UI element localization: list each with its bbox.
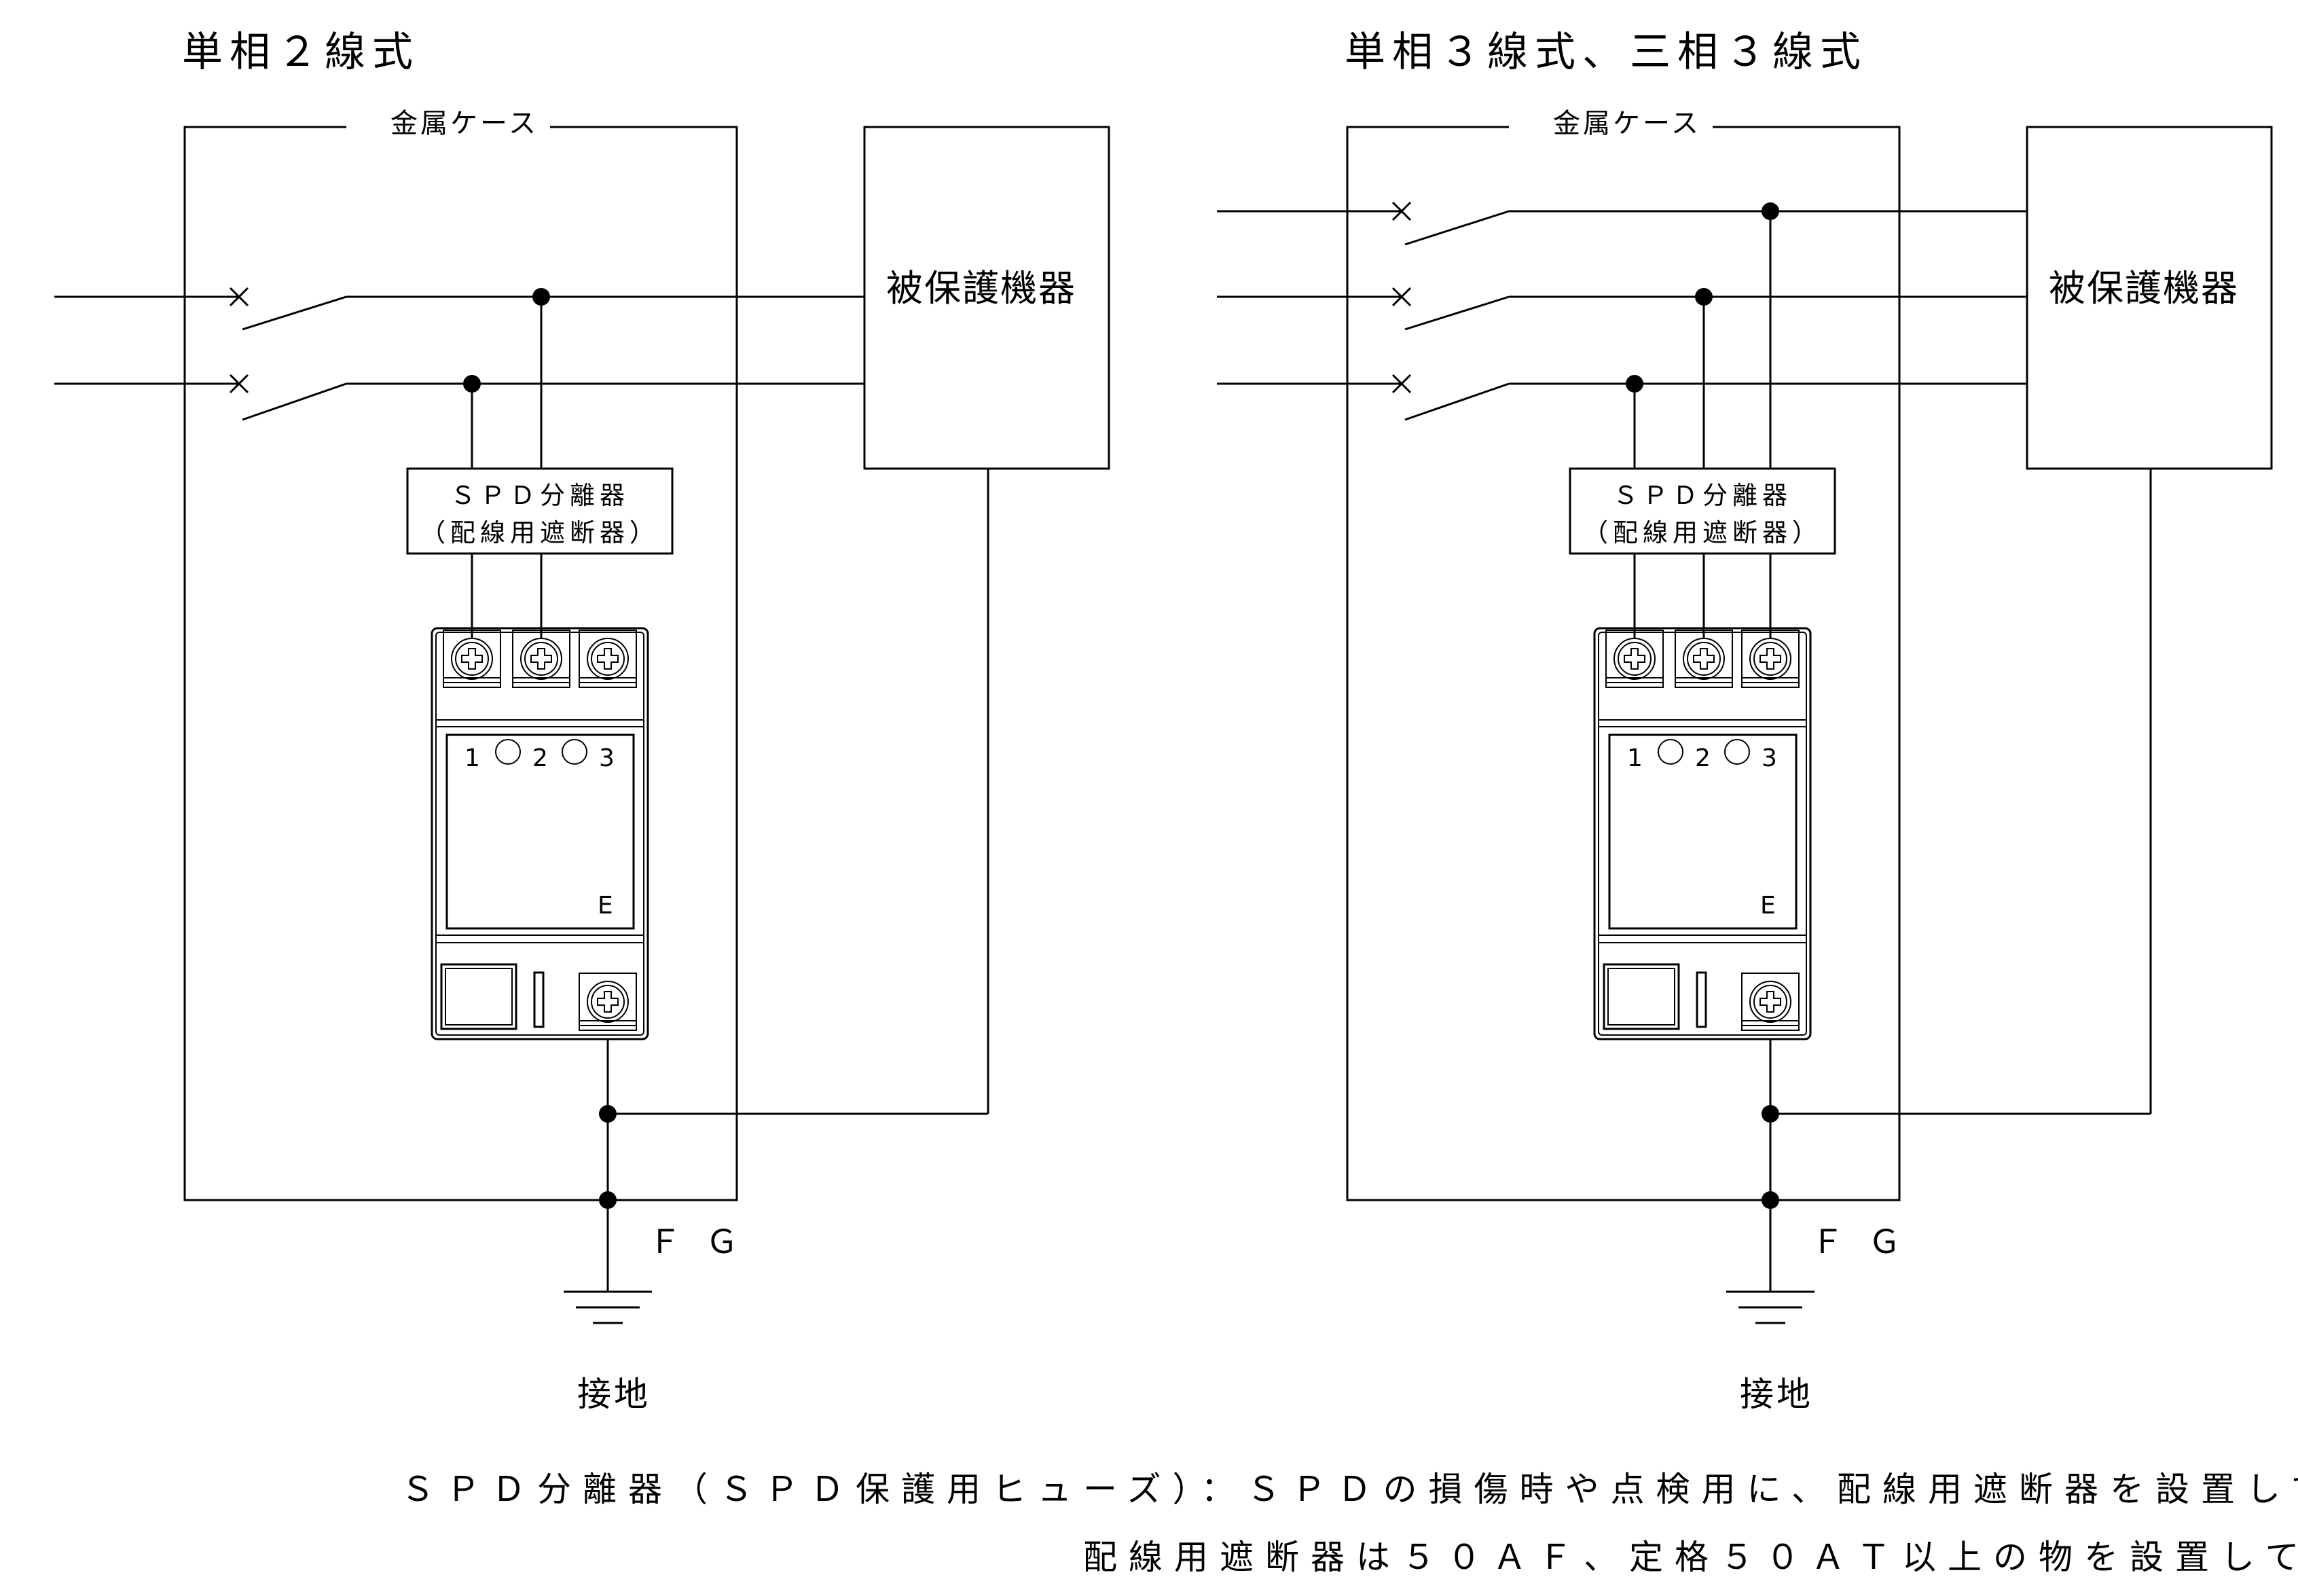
terminal-number: 1 <box>1627 744 1643 772</box>
spd-disconnector-label: ＳＰＤ分離器 <box>450 481 630 510</box>
junction-dot <box>599 1105 617 1123</box>
spd-breaker-label: （配線用遮断器） <box>420 518 659 547</box>
protected-device-label: 被保護機器 <box>2049 267 2239 310</box>
junction-dot <box>1762 1105 1779 1123</box>
junction-dot <box>1762 1191 1779 1209</box>
terminal-screw <box>443 630 501 688</box>
terminal-screw <box>512 630 570 688</box>
earth-terminal-screw <box>1741 973 1800 1031</box>
note-line-2: 配線用遮断器は５０ＡＦ、定格５０ＡＴ以上の物を設置してください。 <box>1083 1538 2298 1577</box>
note-line-1: ＳＰＤ分離器（ＳＰＤ保護用ヒューズ）：ＳＰＤの損傷時や点検用に、配線用遮断器を設… <box>401 1470 2298 1509</box>
metal-case-outline <box>183 126 738 1201</box>
earth-terminal-screw <box>579 973 637 1031</box>
terminal-screw <box>1675 630 1733 688</box>
spd-disconnector-box <box>1569 467 1836 555</box>
diagram-three-wire: 単相３線式、三相３線式 金属ケース 被保護機器 <box>1217 29 2273 1414</box>
terminal-e-label: E <box>1760 892 1776 920</box>
terminal-number: 2 <box>532 744 548 772</box>
junction-dot <box>599 1191 617 1209</box>
power-line-1 <box>1217 201 2027 638</box>
earth-wiring <box>1726 469 2152 1324</box>
metal-case-outline <box>1346 126 1901 1201</box>
terminal-screw <box>1605 630 1664 688</box>
terminal-e-label: E <box>598 892 613 920</box>
terminal-number: 2 <box>1695 744 1711 772</box>
diagram-single-phase-2-wire: 単相２線式 金属ケース 被保護機器 <box>54 29 1110 1414</box>
terminal-number: 1 <box>464 744 480 772</box>
power-line-2 <box>54 374 864 638</box>
fg-label: ＦＧ <box>1811 1223 1925 1261</box>
diagram-title: 単相２線式 <box>182 29 420 76</box>
spd-module: 1 2 3 E <box>431 627 649 1040</box>
fg-label: ＦＧ <box>649 1223 763 1261</box>
spd-disconnector-label: ＳＰＤ分離器 <box>1613 481 1792 510</box>
protected-device-label: 被保護機器 <box>886 267 1076 310</box>
spd-module: 1 2 3 E <box>1593 627 1812 1040</box>
earth-label: 接地 <box>577 1375 651 1414</box>
terminal-number: 3 <box>1762 744 1777 772</box>
metal-case-label: 金属ケース <box>390 108 539 139</box>
power-line-1 <box>54 287 864 638</box>
diagram-title: 単相３線式、三相３線式 <box>1345 29 1867 76</box>
spd-breaker-label: （配線用遮断器） <box>1583 518 1822 547</box>
power-line-3 <box>1217 374 2027 638</box>
terminal-number: 3 <box>599 744 615 772</box>
earth-wiring <box>564 469 989 1324</box>
earth-label: 接地 <box>1740 1375 1813 1414</box>
metal-case-label: 金属ケース <box>1553 108 1701 139</box>
spd-disconnector-box <box>406 467 674 555</box>
terminal-screw <box>1741 630 1800 688</box>
terminal-screw <box>579 630 637 688</box>
power-line-2 <box>1217 287 2027 638</box>
